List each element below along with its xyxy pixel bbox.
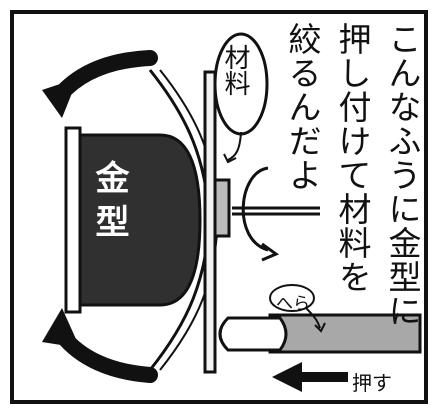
mold-label: 金型 — [89, 160, 129, 248]
spatula-label: へら — [276, 294, 310, 314]
top-arrow-head — [42, 78, 78, 118]
material-label: 材料 — [220, 44, 250, 96]
mold-shape — [68, 133, 202, 307]
hub — [213, 178, 231, 238]
push-arrow-body — [300, 372, 348, 382]
spatula-tip — [218, 316, 288, 352]
caption-line-2: 押し付けて材料を — [333, 22, 372, 294]
panel-border — [10, 10, 428, 404]
top-arrow-body — [52, 50, 158, 103]
push-label: 押す — [352, 371, 392, 395]
spatula-bubble — [269, 284, 315, 312]
push-arrow-head — [272, 362, 302, 392]
mold-base — [64, 126, 82, 314]
caption-line-1: こんなふうに金型に — [383, 22, 422, 328]
caption-line-3: 絞るんだよ — [283, 22, 322, 192]
rotation-arrow — [241, 166, 269, 252]
bottom-arrow-head — [42, 308, 80, 348]
